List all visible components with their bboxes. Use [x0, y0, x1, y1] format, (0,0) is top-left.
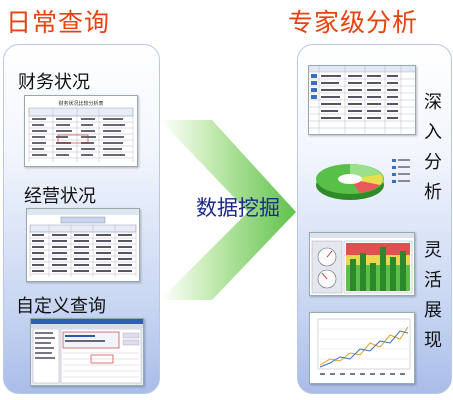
donut-chart-graphic [316, 159, 410, 200]
right-title: 专家级分析 [288, 8, 419, 37]
analysis-grid-graphic [309, 66, 415, 134]
deep-analysis-label: 深 入 分 析 [423, 88, 443, 208]
custom-query-label: 自定义查询 [16, 296, 106, 317]
operations-table-graphic [27, 209, 139, 277]
operations-report-thumbnail[interactable] [26, 208, 140, 282]
finance-label: 财务状况 [18, 72, 90, 93]
data-mining-arrow [160, 120, 296, 300]
flexible-display-char: 现 [424, 330, 442, 351]
left-title: 日常查询 [6, 8, 111, 37]
finance-report-thumbnail[interactable]: 财务状况比较分析表 [24, 95, 138, 167]
flexible-display-char: 展 [424, 300, 442, 321]
data-mining-label: 数据挖掘 [196, 196, 280, 220]
finance-table-graphic: 财务状况比较分析表 [28, 100, 134, 162]
bar-gauge-graphic [310, 233, 414, 294]
custom-query-thumbnail[interactable] [30, 318, 144, 386]
flexible-display-label: 灵 活 展 现 [423, 236, 443, 356]
analysis-grid-thumbnail[interactable] [308, 65, 416, 135]
line-chart-thumbnail[interactable] [309, 312, 415, 384]
deep-analysis-char: 入 [424, 122, 442, 143]
bar-gauge-thumbnail[interactable] [309, 232, 415, 296]
line-chart-graphic [317, 318, 411, 375]
flexible-display-char: 活 [424, 270, 442, 291]
donut-chart-thumbnail[interactable] [308, 147, 414, 207]
deep-analysis-char: 析 [424, 182, 442, 203]
finance-report-title: 财务状况比较分析表 [58, 100, 103, 107]
deep-analysis-char: 分 [424, 152, 442, 173]
custom-query-window-graphic [31, 319, 143, 384]
flexible-display-char: 灵 [424, 240, 442, 261]
deep-analysis-char: 深 [424, 92, 442, 113]
operations-label: 经营状况 [24, 186, 96, 207]
